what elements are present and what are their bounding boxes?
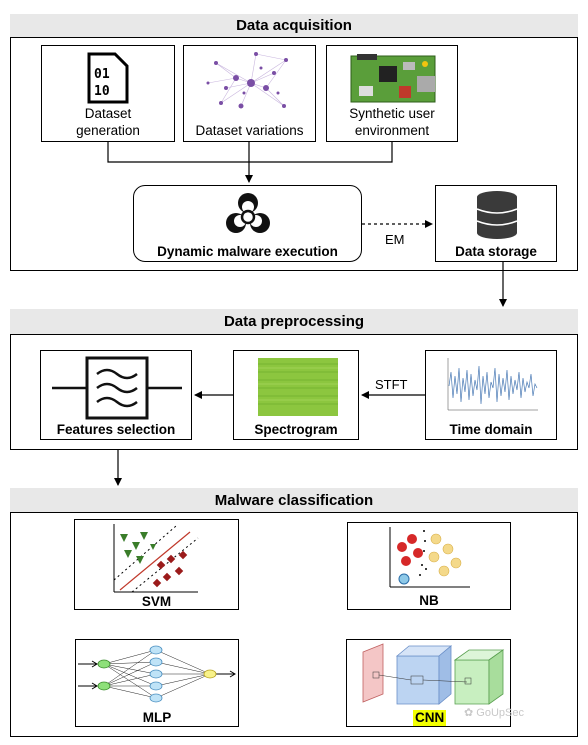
svm-plot [113,524,199,593]
binary-file-icon: 01 10 [87,52,129,104]
synthetic-environment-box: Synthetic user environment [326,45,458,142]
filter-icon [52,356,182,420]
spectrogram-label: Spectrogram [254,422,338,437]
dataset-generation-label-1: Dataset [84,106,132,121]
dataset-variations-label: Dataset variations [195,123,304,138]
nb-plot [389,527,470,588]
nb-box: NB [347,522,511,610]
dataset-generation-label-2: generation [76,123,140,138]
cnn-architecture [362,643,505,705]
synthetic-environment-label-2: environment [354,123,430,138]
dataset-variations-box: Dataset variations [183,45,316,142]
network-graph-icon [206,52,288,109]
circuit-board-icon [350,54,436,103]
svm-box: SVM [74,519,239,610]
time-domain-label: Time domain [449,422,533,437]
nb-label: NB [419,593,439,608]
mlp-label: MLP [142,710,172,725]
mlp-box: MLP [75,639,239,727]
data-preprocessing-header: Data preprocessing [10,309,578,335]
dynamic-malware-execution-box: Dynamic malware execution [133,185,362,262]
cnn-box: CNN [346,639,511,727]
watermark-icon: ✿ [464,707,477,719]
data-acquisition-header: Data acquisition [10,14,578,38]
malware-classification-header: Malware classification [10,488,578,513]
svm-label: SVM [141,594,172,609]
features-selection-box: Features selection [40,350,192,440]
watermark-logo: ✿ GoUpSec [464,707,524,719]
mlp-network [78,645,236,703]
synthetic-environment-label-1: Synthetic user [349,106,435,121]
dataset-generation-box: 01 10 Dataset generation [41,45,175,142]
time-domain-box: Time domain [425,350,557,440]
svg-text:10: 10 [94,84,110,99]
spectrogram-box: Spectrogram [233,350,359,440]
database-icon [476,191,518,239]
data-storage-box: Data storage [435,185,557,262]
time-domain-signal [447,358,538,411]
stft-label: STFT [375,377,408,392]
svg-text:01: 01 [94,67,110,82]
biohazard-icon [226,193,270,233]
spectrogram-image [258,358,338,416]
dynamic-malware-execution-label: Dynamic malware execution [157,244,338,259]
em-label: EM [385,232,405,247]
cnn-label: CNN [413,710,447,726]
features-selection-label: Features selection [56,422,176,437]
data-storage-label: Data storage [455,244,537,259]
